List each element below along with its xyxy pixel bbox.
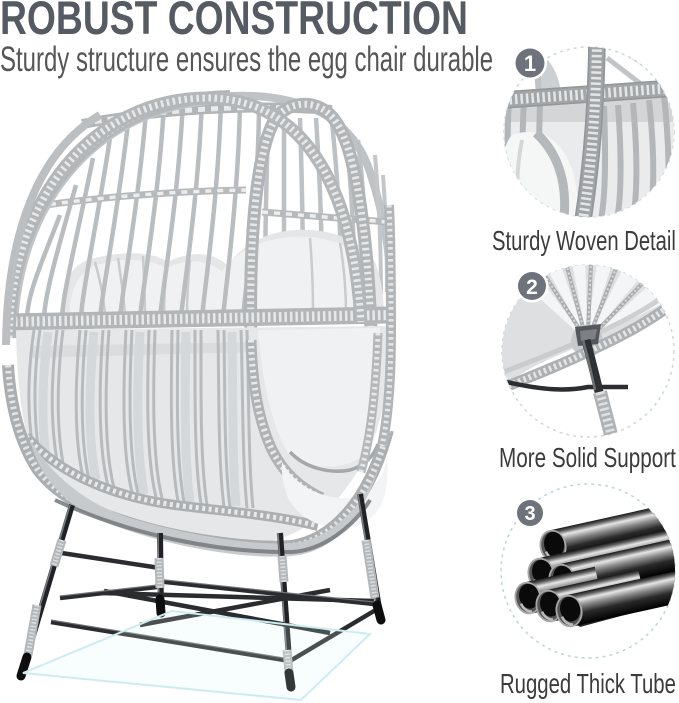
svg-text:1: 1 (524, 51, 536, 76)
svg-text:3: 3 (524, 503, 535, 525)
svg-text:2: 2 (526, 276, 538, 299)
